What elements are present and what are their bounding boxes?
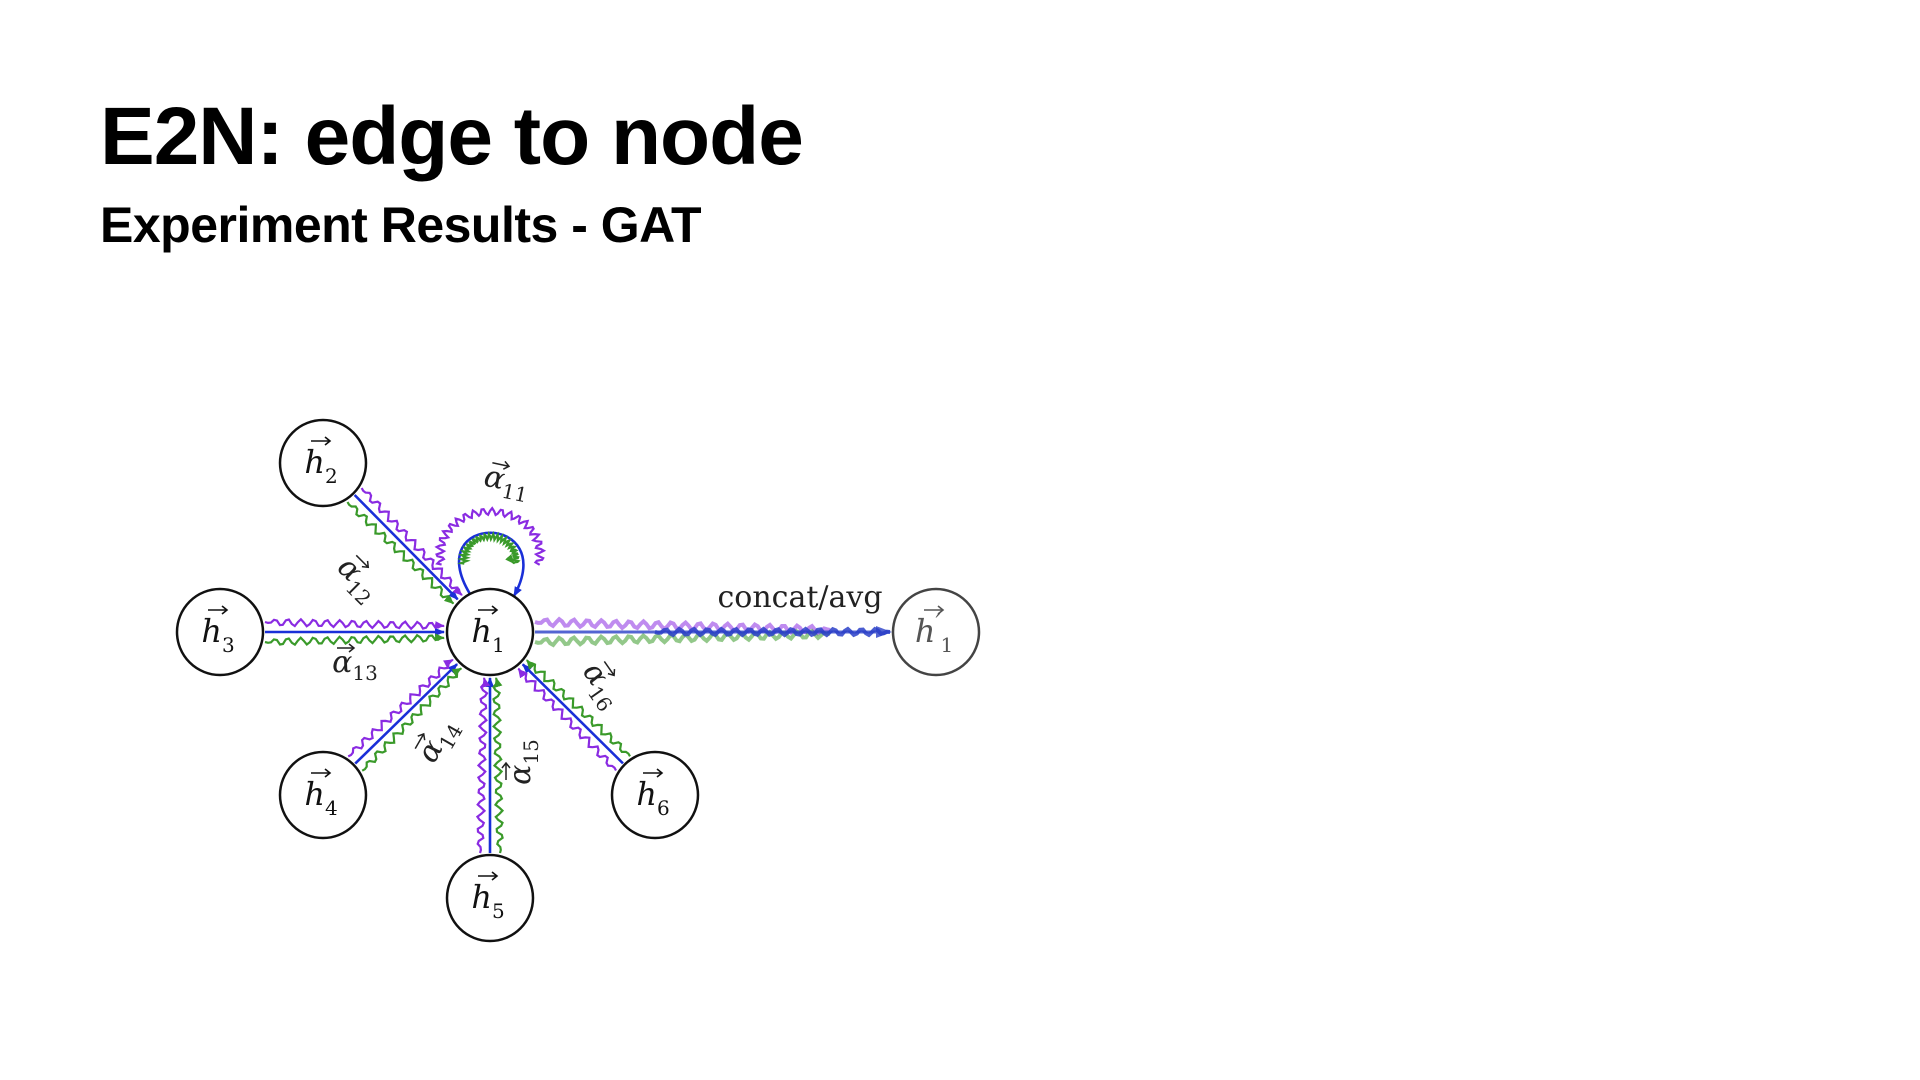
- node-h2: h2: [278, 418, 368, 508]
- node-h6: h6: [610, 750, 700, 840]
- edge-h5-to-h1: [475, 677, 505, 854]
- vector-arrow-icon: [337, 643, 356, 653]
- node-label: h3: [201, 612, 234, 657]
- node-h1out: h′1: [891, 587, 981, 677]
- vector-arrow-icon: [414, 732, 426, 749]
- node-circle: [278, 750, 368, 840]
- node-circle: [891, 587, 981, 677]
- edge-h2-to-h1: [346, 487, 463, 605]
- slide-subtitle: Experiment Results - GAT: [100, 197, 702, 253]
- edge-h3-to-h1: [264, 617, 445, 647]
- self-loop-head-3: [457, 530, 521, 565]
- node-circle: [175, 587, 265, 677]
- node-label: h5: [471, 878, 504, 923]
- attention-head-3-edge: [361, 667, 463, 772]
- self-loop-head-2: [434, 506, 547, 566]
- vector-arrow-icon: [478, 605, 499, 615]
- node-h4: h4: [278, 750, 368, 840]
- attention-head-2-edge: [475, 677, 491, 854]
- attention-head-3-edge: [492, 677, 505, 854]
- edge-h6-to-h1: [517, 659, 631, 772]
- attention-label-a13: α13: [332, 643, 378, 685]
- vector-arrow-icon: [311, 436, 332, 446]
- node-label: h2: [304, 443, 337, 488]
- attention-label-text: α12: [327, 550, 388, 611]
- node-label: h1: [471, 612, 504, 657]
- attention-label-text: α15: [503, 739, 543, 785]
- node-circle: [610, 750, 700, 840]
- node-label: h′1: [915, 611, 953, 657]
- attention-head-2-edge: [360, 487, 463, 596]
- node-label: h6: [636, 775, 669, 820]
- attention-head-2-edge: [264, 617, 445, 631]
- vector-arrow-icon: [355, 554, 370, 569]
- attention-head-2-edge: [347, 658, 454, 758]
- node-circle: [445, 853, 535, 943]
- vector-arrow-icon: [492, 460, 511, 470]
- node-circle: [445, 587, 535, 677]
- attention-head-1-edge: [521, 663, 624, 765]
- attention-label-a15: α15: [501, 739, 543, 785]
- node-circle: [278, 418, 368, 508]
- vector-arrow-icon: [311, 768, 332, 778]
- attention-head-1-edge: [353, 494, 459, 601]
- node-h1: h1: [445, 587, 535, 677]
- attention-label-text: α13: [332, 645, 378, 685]
- attention-head-3-edge: [346, 501, 455, 605]
- self-loop-head-1: [457, 531, 525, 597]
- vector-arrow-icon: [208, 605, 229, 615]
- attention-label-a11: α11: [481, 459, 530, 508]
- attention-label-a14: α14: [410, 720, 468, 769]
- edge-h4-to-h1: [347, 658, 463, 772]
- slide-title: E2N: edge to node: [100, 91, 804, 182]
- attention-head-3-edge: [264, 633, 445, 647]
- aggregation-label: concat/avg: [717, 580, 882, 615]
- node-h3: h3: [175, 587, 265, 677]
- nodes-layer: h1 h2 h3 h4 h5 h6 h′1: [175, 418, 981, 943]
- attention-head-2-edge: [517, 667, 617, 772]
- node-h5: h5: [445, 853, 535, 943]
- vector-arrow-icon: [643, 768, 664, 778]
- output-aggregation-arrow: concat/avg: [534, 580, 892, 648]
- attention-head-1-edge: [354, 663, 458, 765]
- edges-layer: [264, 487, 631, 854]
- output-head-2: [534, 616, 831, 636]
- attention-label-a12: α12: [327, 550, 388, 611]
- vector-arrow-icon: [478, 871, 499, 881]
- self-loop: [434, 506, 547, 597]
- node-label: h4: [304, 775, 337, 820]
- vector-arrow-icon: [603, 661, 616, 677]
- vector-arrow-icon: [924, 605, 945, 615]
- attention-head-3-edge: [526, 659, 631, 757]
- vector-arrow-icon: [501, 761, 511, 780]
